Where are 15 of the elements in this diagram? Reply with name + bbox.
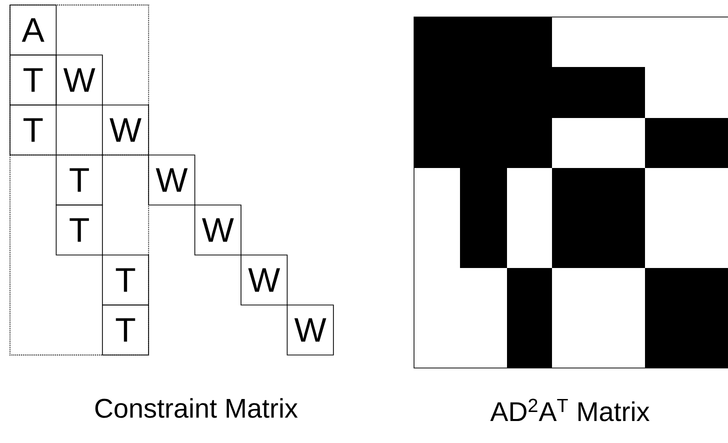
matrix-cell: T [10,54,57,106]
matrix-cell: W [56,54,103,106]
matrix-caption: AD$^{2}$A$^{T}$ Matrix [490,398,650,422]
matrix-cell: W [194,204,242,256]
matrix-cell: W [102,104,149,156]
matrix-cell: T [102,304,149,356]
matrix-caption: Constraint Matrix [95,398,298,418]
matrix-cell: A [10,4,57,56]
matrix-cell: T [10,104,57,156]
matrix-cell: T [102,254,149,306]
matrix-cell: W [240,254,288,306]
matrix-cell: W [286,304,334,356]
matrix-cell: T [56,204,103,256]
matrix-cell: T [56,154,103,206]
matrix-cell: W [148,154,196,206]
